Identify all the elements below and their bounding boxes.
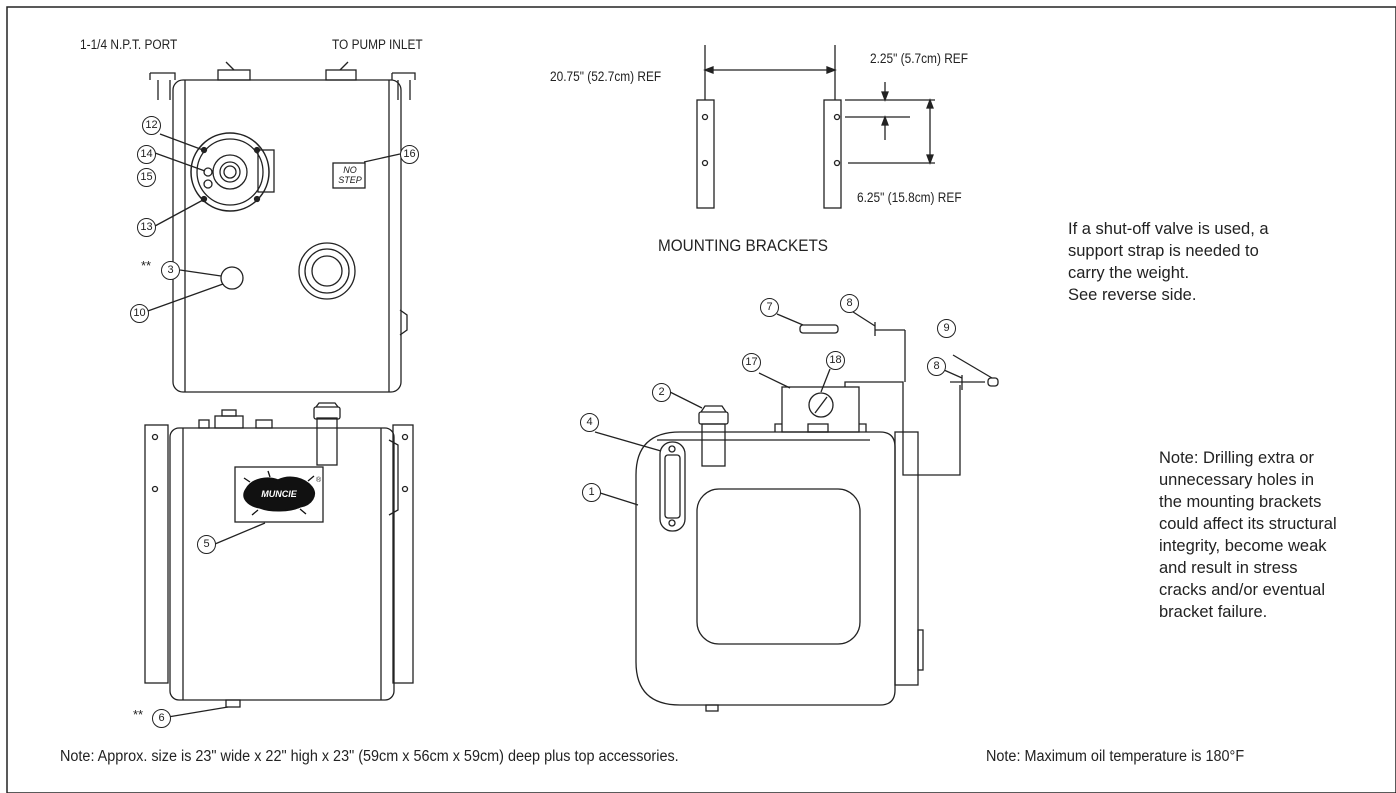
callout-1: 1 (582, 483, 601, 502)
callout-5: 5 (197, 535, 216, 554)
callout-8-top: 8 (840, 294, 859, 313)
drilling-note-line: integrity, become weak (1159, 537, 1327, 555)
mounting-brackets-title: MOUNTING BRACKETS (658, 236, 829, 255)
shutoff-note-line: support strap is needed to (1068, 242, 1259, 260)
npt-port-label: 1-1/4 N.P.T. PORT (80, 37, 178, 52)
shutoff-note-line: If a shut-off valve is used, a (1068, 220, 1269, 238)
callout-10: 10 (130, 304, 149, 323)
callout-17: 17 (742, 353, 761, 372)
no-step-decal: NO STEP (336, 165, 364, 185)
callout-4: 4 (580, 413, 599, 432)
callout-18: 18 (826, 351, 845, 370)
callout-9: 9 (937, 319, 956, 338)
front-view (144, 61, 416, 393)
callout-3-stars: ** (141, 258, 152, 273)
drilling-note-line: bracket failure. (1159, 603, 1268, 621)
muncie-logo: MUNCIE ® (243, 470, 322, 516)
drilling-note: Note: Drilling extra or unnecessary hole… (1159, 447, 1337, 623)
logo-text: MUNCIE (261, 489, 297, 499)
pump-inlet-label: TO PUMP INLET (332, 37, 423, 52)
brackets-detail (696, 45, 935, 209)
dim-hole-spacing-label: 6.25" (15.8cm) REF (857, 190, 962, 205)
shutoff-note-line: See reverse side. (1068, 286, 1197, 304)
size-note: Note: Approx. size is 23" wide x 22" hig… (60, 748, 679, 765)
drilling-note-line: could affect its structural (1159, 515, 1337, 533)
dim-hole-top-label: 2.25" (5.7cm) REF (870, 51, 968, 66)
callout-15: 15 (137, 168, 156, 187)
drilling-note-line: cracks and/or eventual (1159, 581, 1326, 599)
dim-width-label: 20.75" (52.7cm) REF (550, 69, 662, 84)
callout-13: 13 (137, 218, 156, 237)
drilling-note-line: the mounting brackets (1159, 493, 1322, 511)
drilling-note-line: and result in stress (1159, 559, 1298, 577)
temperature-note: Note: Maximum oil temperature is 180°F (986, 748, 1245, 765)
callout-8-right: 8 (927, 357, 946, 376)
drilling-note-line: unnecessary holes in (1159, 471, 1315, 489)
shutoff-valve-note: If a shut-off valve is used, a support s… (1068, 218, 1269, 306)
no-step-line1: NO (343, 165, 357, 175)
diagram-border (6, 6, 1396, 793)
callout-6: 6 (152, 709, 171, 728)
callout-16: 16 (400, 145, 419, 164)
isometric-view (594, 309, 999, 712)
callout-3: 3 (161, 261, 180, 280)
callout-2: 2 (652, 383, 671, 402)
shutoff-note-line: carry the weight. (1068, 264, 1190, 282)
callout-6-stars: ** (133, 707, 144, 722)
no-step-line2: STEP (338, 175, 362, 185)
drilling-note-line: Note: Drilling extra or (1159, 449, 1314, 467)
logo-reg-mark: ® (316, 476, 322, 484)
callout-12: 12 (142, 116, 161, 135)
callout-14: 14 (137, 145, 156, 164)
callout-7: 7 (760, 298, 779, 317)
side-view (144, 402, 414, 718)
